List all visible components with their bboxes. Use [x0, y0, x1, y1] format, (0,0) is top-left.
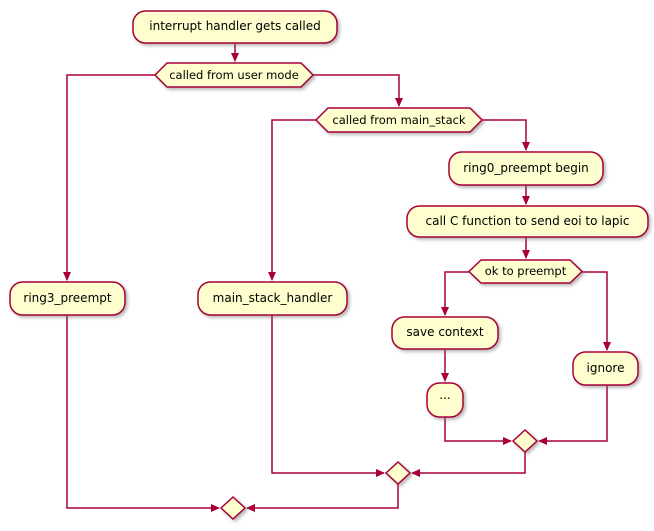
activity-ring3-shape: [9, 281, 126, 316]
edge-ellipsis-to-merge1: [444, 417, 512, 445]
diagram-edges: [63, 43, 611, 512]
edge-okpreempt-to-savecontext: [441, 271, 469, 316]
activity-handler-shape: [197, 281, 348, 316]
activity-ring0-shape: [448, 151, 604, 186]
activity-start-shape: [132, 10, 338, 44]
decision-mainstack-shape: [314, 107, 484, 133]
merge-diamond-3: [219, 495, 247, 521]
decision-usermode-shape: [153, 62, 315, 88]
edge-okpreempt-to-ignore: [582, 271, 611, 351]
edge-ring3-to-merge3: [66, 315, 220, 512]
activity-savecontext-shape: [391, 316, 499, 350]
merge-diamond-1: [511, 428, 539, 454]
activity-eoi-shape: [406, 205, 649, 238]
diagram-shapes: [9, 10, 649, 521]
edge-usermode-to-ring3: [63, 74, 155, 281]
activity-ellipsis-shape: [426, 382, 464, 418]
edge-merge2-to-merge3: [246, 484, 399, 512]
edge-usermode-to-mainstack: [313, 74, 403, 107]
edge-mainstack-to-ring0: [482, 119, 530, 151]
decision-okpreempt-shape: [467, 259, 584, 284]
edge-merge1-to-merge2: [411, 452, 526, 477]
edge-ignore-to-merge1: [538, 385, 608, 445]
activity-ignore-shape: [572, 351, 639, 386]
edge-handler-to-merge2: [271, 315, 385, 477]
merge-diamond-2: [384, 460, 412, 486]
edge-mainstack-to-handler: [268, 119, 316, 281]
